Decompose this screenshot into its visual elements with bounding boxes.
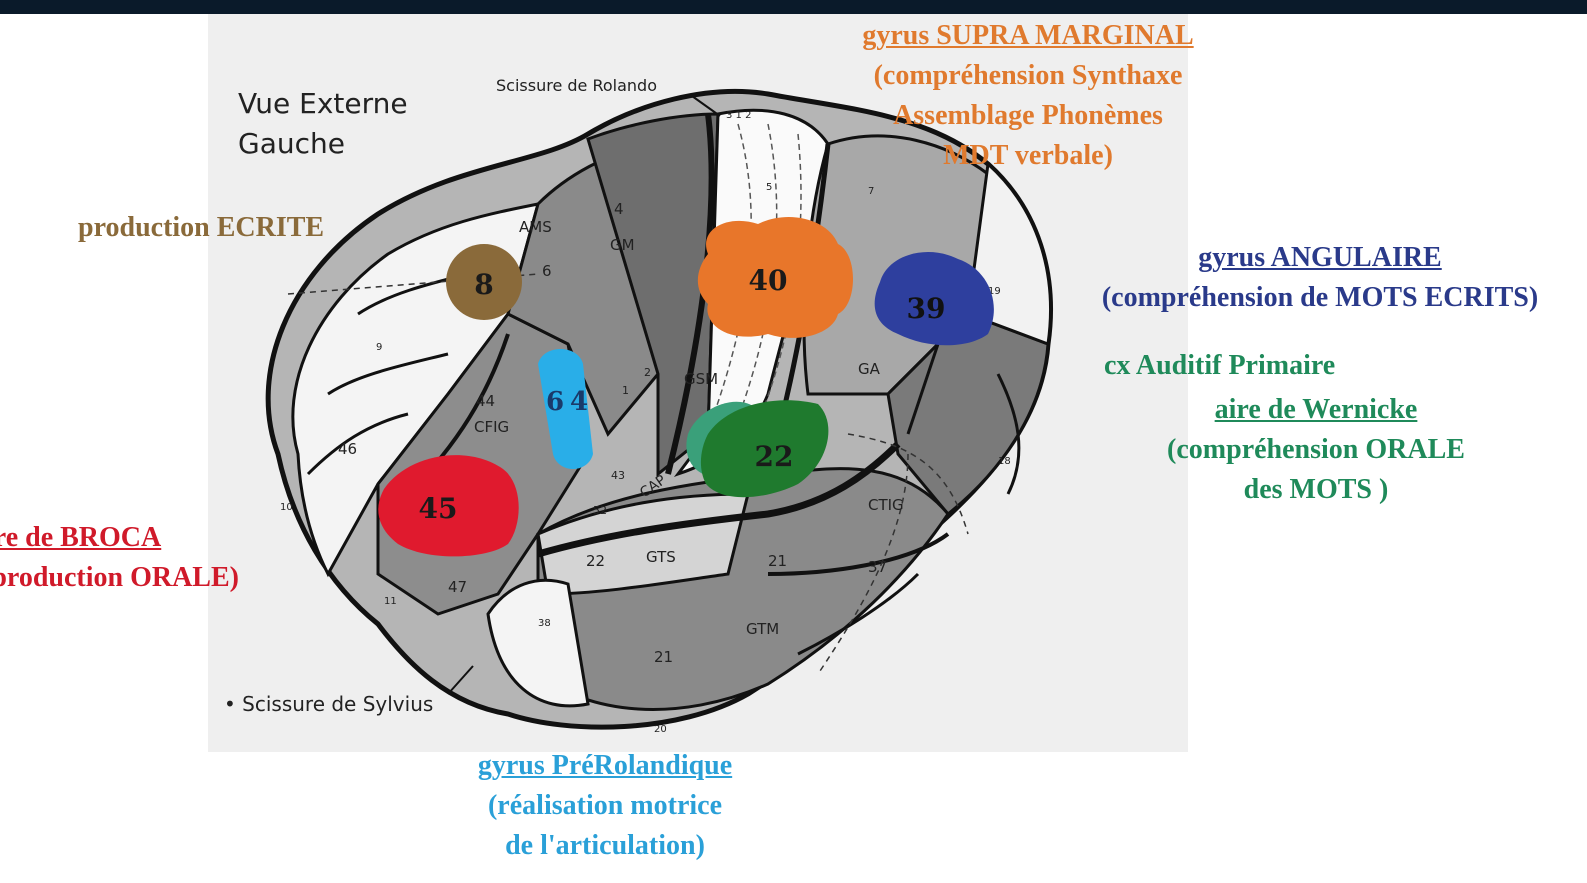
label-ams: AMS [519, 218, 552, 236]
sylvius-label-text: Scissure de Sylvius [242, 692, 433, 716]
label-n20: 20 [654, 724, 667, 735]
label-ctig: CTIG [868, 496, 904, 514]
broca-line1: (production ORALE) [0, 558, 262, 598]
label-n38: 38 [538, 618, 551, 629]
wernicke-line1: (compréhension ORALE [1136, 430, 1496, 470]
label-n11: 11 [384, 596, 397, 607]
view-title-line1: Vue Externe [238, 84, 408, 124]
label-ga: GA [858, 360, 881, 378]
annotation-wernicke: aire de Wernicke (compréhension ORALE de… [1136, 390, 1496, 510]
label-n18: 18 [998, 456, 1011, 467]
area-22-label: 22 [755, 440, 794, 473]
angulaire-line1: (compréhension de MOTS ECRITS) [1056, 278, 1584, 318]
label-n21a: 21 [768, 552, 787, 570]
supramarginal-title: gyrus SUPRA MARGINAL [828, 16, 1228, 56]
annotation-broca: aire de BROCA (production ORALE) [0, 518, 262, 598]
label-n47: 47 [448, 578, 467, 596]
label-n1: 1 [622, 384, 629, 397]
label-n5: 5 [766, 182, 772, 193]
label-n46: 46 [338, 440, 357, 458]
sylvius-label: • Scissure de Sylvius [224, 692, 433, 716]
prerolandique-line2: de l'articulation) [440, 826, 770, 866]
annotation-supramarginal: gyrus SUPRA MARGINAL (compréhension Synt… [828, 16, 1228, 176]
broca-title: aire de BROCA [0, 518, 262, 558]
annotation-prerolandique: gyrus PréRolandique (réalisation motrice… [440, 746, 770, 866]
area-39-label: 39 [907, 292, 946, 325]
prerolandique-line1: (réalisation motrice [440, 786, 770, 826]
supramarginal-line2: Assemblage Phonèmes [828, 96, 1228, 136]
annotation-angulaire: gyrus ANGULAIRE (compréhension de MOTS E… [1056, 238, 1584, 318]
prerolandique-title: gyrus PréRolandique [440, 746, 770, 786]
label-gtm: GTM [746, 620, 779, 638]
label-n37: 37 [868, 558, 887, 576]
label-n9: 9 [376, 342, 382, 353]
view-title: Vue Externe Gauche [238, 84, 408, 164]
area-6-label: 6 [546, 387, 564, 417]
label-n6-top: 6 [542, 262, 552, 280]
label-n21b: 21 [654, 648, 673, 666]
area-40-label: 40 [749, 264, 788, 297]
label-n7: 7 [868, 186, 874, 197]
label-n22: 22 [586, 552, 605, 570]
annotation-auditif: cx Auditif Primaire [1104, 350, 1335, 382]
wernicke-title: aire de Wernicke [1136, 390, 1496, 430]
label-n312: 3 1 2 [726, 110, 751, 121]
area-45-label: 45 [419, 492, 458, 525]
label-n4-top: 4 [614, 200, 624, 218]
angulaire-title: gyrus ANGULAIRE [1056, 238, 1584, 278]
label-cfig: CFIG [474, 418, 509, 436]
area-4-label: 4 [570, 387, 588, 417]
label-n44: 44 [476, 392, 495, 410]
view-title-line2: Gauche [238, 124, 408, 164]
area-8-label: 8 [474, 268, 493, 301]
supramarginal-line1: (compréhension Synthaxe [828, 56, 1228, 96]
sylvius-bullet-icon: • [224, 692, 236, 716]
label-n52: 52 [593, 504, 607, 517]
label-gm: GM [610, 236, 635, 254]
supramarginal-line3: MDT verbale) [828, 136, 1228, 176]
annotation-production-ecrite: production ECRITE [78, 212, 324, 244]
label-gsm: GSM [684, 370, 718, 388]
label-n10: 10 [280, 502, 293, 513]
rolando-label: Scissure de Rolando [496, 76, 657, 95]
label-n2: 2 [644, 366, 651, 379]
label-gts: GTS [646, 548, 676, 566]
top-title-band [0, 0, 1587, 14]
wernicke-line2: des MOTS ) [1136, 470, 1496, 510]
label-n43: 43 [611, 469, 625, 482]
